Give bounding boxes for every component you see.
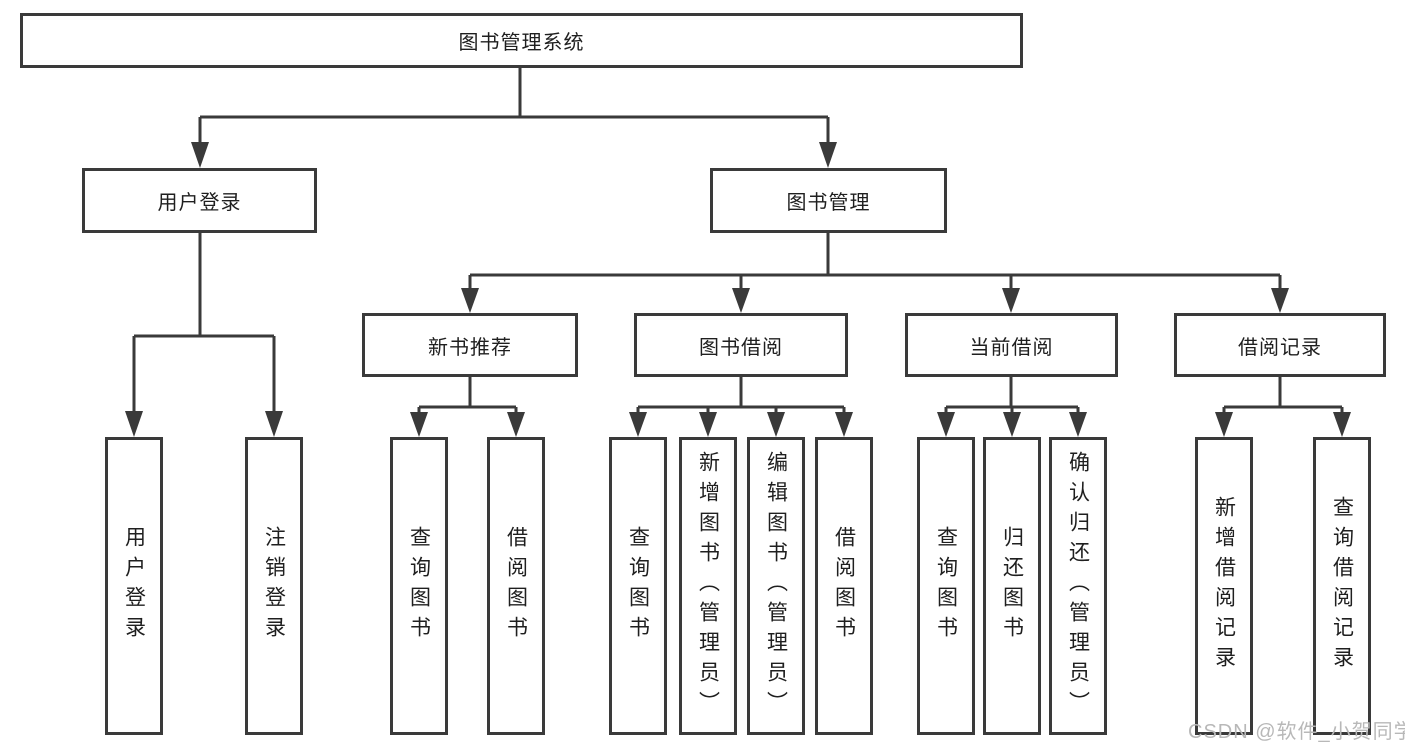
leaf-borrow-books-recommend: 借阅图书 — [487, 437, 545, 735]
node-label: 借阅图书 — [504, 526, 528, 646]
leaf-add-borrow-record: 新增借阅记录 — [1195, 437, 1253, 735]
node-label: 编辑图书（管理员） — [764, 451, 788, 721]
leaf-confirm-return-admin: 确认归还（管理员） — [1049, 437, 1107, 735]
leaf-query-books-borrow: 查询图书 — [609, 437, 667, 735]
node-label: 借阅记录 — [1238, 336, 1322, 359]
leaf-add-book-admin: 新增图书（管理员） — [679, 437, 737, 735]
node-new-book-recommend: 新书推荐 — [362, 313, 578, 377]
node-label: 查询图书 — [934, 526, 958, 646]
node-library-management-system: 图书管理系统 — [20, 13, 1023, 68]
node-label: 图书借阅 — [699, 336, 783, 359]
node-label: 查询图书 — [407, 526, 431, 646]
csdn-watermark: CSDN @软件_小贺同学 — [1188, 721, 1405, 743]
node-label: 新增图书（管理员） — [696, 451, 720, 721]
node-label: 查询借阅记录 — [1330, 496, 1354, 676]
node-borrow-records: 借阅记录 — [1174, 313, 1386, 377]
leaf-query-books-current: 查询图书 — [917, 437, 975, 735]
node-user-login: 用户登录 — [82, 168, 317, 233]
node-label: 图书管理 — [786, 192, 871, 214]
node-current-borrow: 当前借阅 — [905, 313, 1118, 377]
node-label: 图书管理系统 — [458, 32, 585, 54]
leaf-user-login: 用户登录 — [105, 437, 163, 735]
node-book-borrow: 图书借阅 — [634, 313, 848, 377]
node-label: 确认归还（管理员） — [1066, 451, 1090, 721]
leaf-query-books-recommend: 查询图书 — [390, 437, 448, 735]
node-label: 归还图书 — [1000, 526, 1024, 646]
node-label: 当前借阅 — [969, 336, 1054, 359]
node-book-management: 图书管理 — [710, 168, 947, 233]
leaf-edit-book-admin: 编辑图书（管理员） — [747, 437, 805, 735]
leaf-logout: 注销登录 — [245, 437, 303, 735]
leaf-query-borrow-record: 查询借阅记录 — [1313, 437, 1371, 735]
node-label: 用户登录 — [157, 192, 242, 214]
node-label: 用户登录 — [122, 526, 146, 646]
node-label: 新书推荐 — [428, 336, 512, 359]
node-label: 借阅图书 — [832, 526, 856, 646]
node-label: 新增借阅记录 — [1212, 496, 1236, 676]
node-label: 查询图书 — [626, 526, 650, 646]
leaf-borrow-books: 借阅图书 — [815, 437, 873, 735]
node-label: 注销登录 — [262, 526, 286, 646]
leaf-return-books: 归还图书 — [983, 437, 1041, 735]
